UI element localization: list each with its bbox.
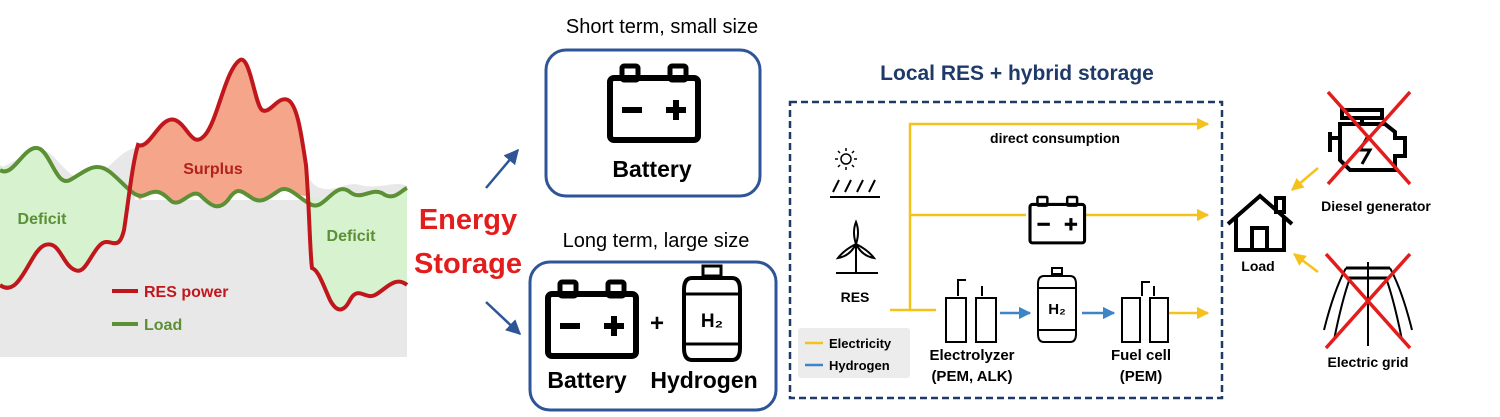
- hybrid-frame: [788, 100, 1224, 400]
- arrow-diesel-to-load: [1291, 167, 1319, 191]
- solar-panel-icon: [830, 179, 880, 198]
- arrow-to-long-term: [485, 301, 522, 336]
- energy-storage-title-line1: Energy: [419, 204, 517, 236]
- long-term-battery-label: Battery: [547, 367, 626, 393]
- long-term-caption: Long term, large size: [563, 230, 750, 252]
- electrolyzer-label-line1: Electrolyzer: [929, 347, 1014, 364]
- direct-consumption-label: direct consumption: [990, 130, 1120, 146]
- legend-load: Load: [144, 317, 182, 334]
- electrolyzer-label-line2: (PEM, ALK): [931, 368, 1012, 385]
- legend-res-power: RES power: [144, 284, 228, 301]
- engine-icon: [1328, 108, 1407, 172]
- deficit-label-right: Deficit: [327, 228, 377, 245]
- legend-electricity: Electricity: [829, 336, 892, 351]
- power-pole-icon: [1323, 262, 1413, 346]
- deficit-area-right: [310, 188, 407, 310]
- electric-grid-label: Electric grid: [1328, 354, 1409, 370]
- short-term-battery-label: Battery: [612, 156, 691, 182]
- fuel-cell-label-line1: Fuel cell: [1111, 347, 1171, 364]
- surplus-label: Surplus: [183, 161, 243, 178]
- power-profile-chart: Surplus Deficit Deficit RES power Load: [0, 57, 409, 357]
- short-term-caption: Short term, small size: [566, 16, 758, 38]
- fuel-cell-icon: [1121, 281, 1169, 343]
- short-term-box: [544, 48, 762, 198]
- chart-legend: RES power Load: [112, 284, 228, 334]
- sun-icon: [835, 148, 857, 170]
- arrow-grid-to-load: [1293, 253, 1319, 273]
- energy-storage-title-line2: Storage: [414, 248, 522, 280]
- wind-turbine-icon: [835, 219, 878, 274]
- res-label: RES: [841, 289, 870, 305]
- battery-icon: [1028, 195, 1087, 245]
- hydrogen-tank-icon: H₂: [682, 264, 742, 362]
- surplus-area: [130, 59, 310, 207]
- long-term-hydrogen-label: Hydrogen: [650, 367, 757, 393]
- electricity-flow-lines: [890, 117, 1210, 320]
- electrolyzer-icon: [945, 279, 997, 343]
- legend-hydrogen: Hydrogen: [829, 358, 890, 373]
- cross-icon: [1324, 252, 1412, 350]
- h2-symbol: H₂: [701, 311, 723, 332]
- cross-icon: [1326, 90, 1412, 186]
- deficit-area-left: [0, 147, 128, 288]
- deficit-label-left: Deficit: [18, 211, 68, 228]
- h2-symbol: H₂: [1048, 301, 1066, 318]
- hybrid-legend: Electricity Hydrogen: [798, 328, 910, 378]
- res-power-line: [0, 57, 409, 312]
- long-term-box: [528, 260, 778, 412]
- fuel-cell-label-line2: (PEM): [1120, 368, 1163, 385]
- house-icon: [1226, 193, 1294, 252]
- load-label: Load: [1241, 258, 1274, 274]
- load-line: [0, 146, 408, 209]
- hybrid-title: Local RES + hybrid storage: [880, 62, 1154, 85]
- hydrogen-tank-icon: [1037, 267, 1077, 343]
- diesel-generator-label: Diesel generator: [1321, 198, 1431, 214]
- arrow-to-short-term: [485, 148, 519, 189]
- long-term-plus: +: [650, 310, 664, 337]
